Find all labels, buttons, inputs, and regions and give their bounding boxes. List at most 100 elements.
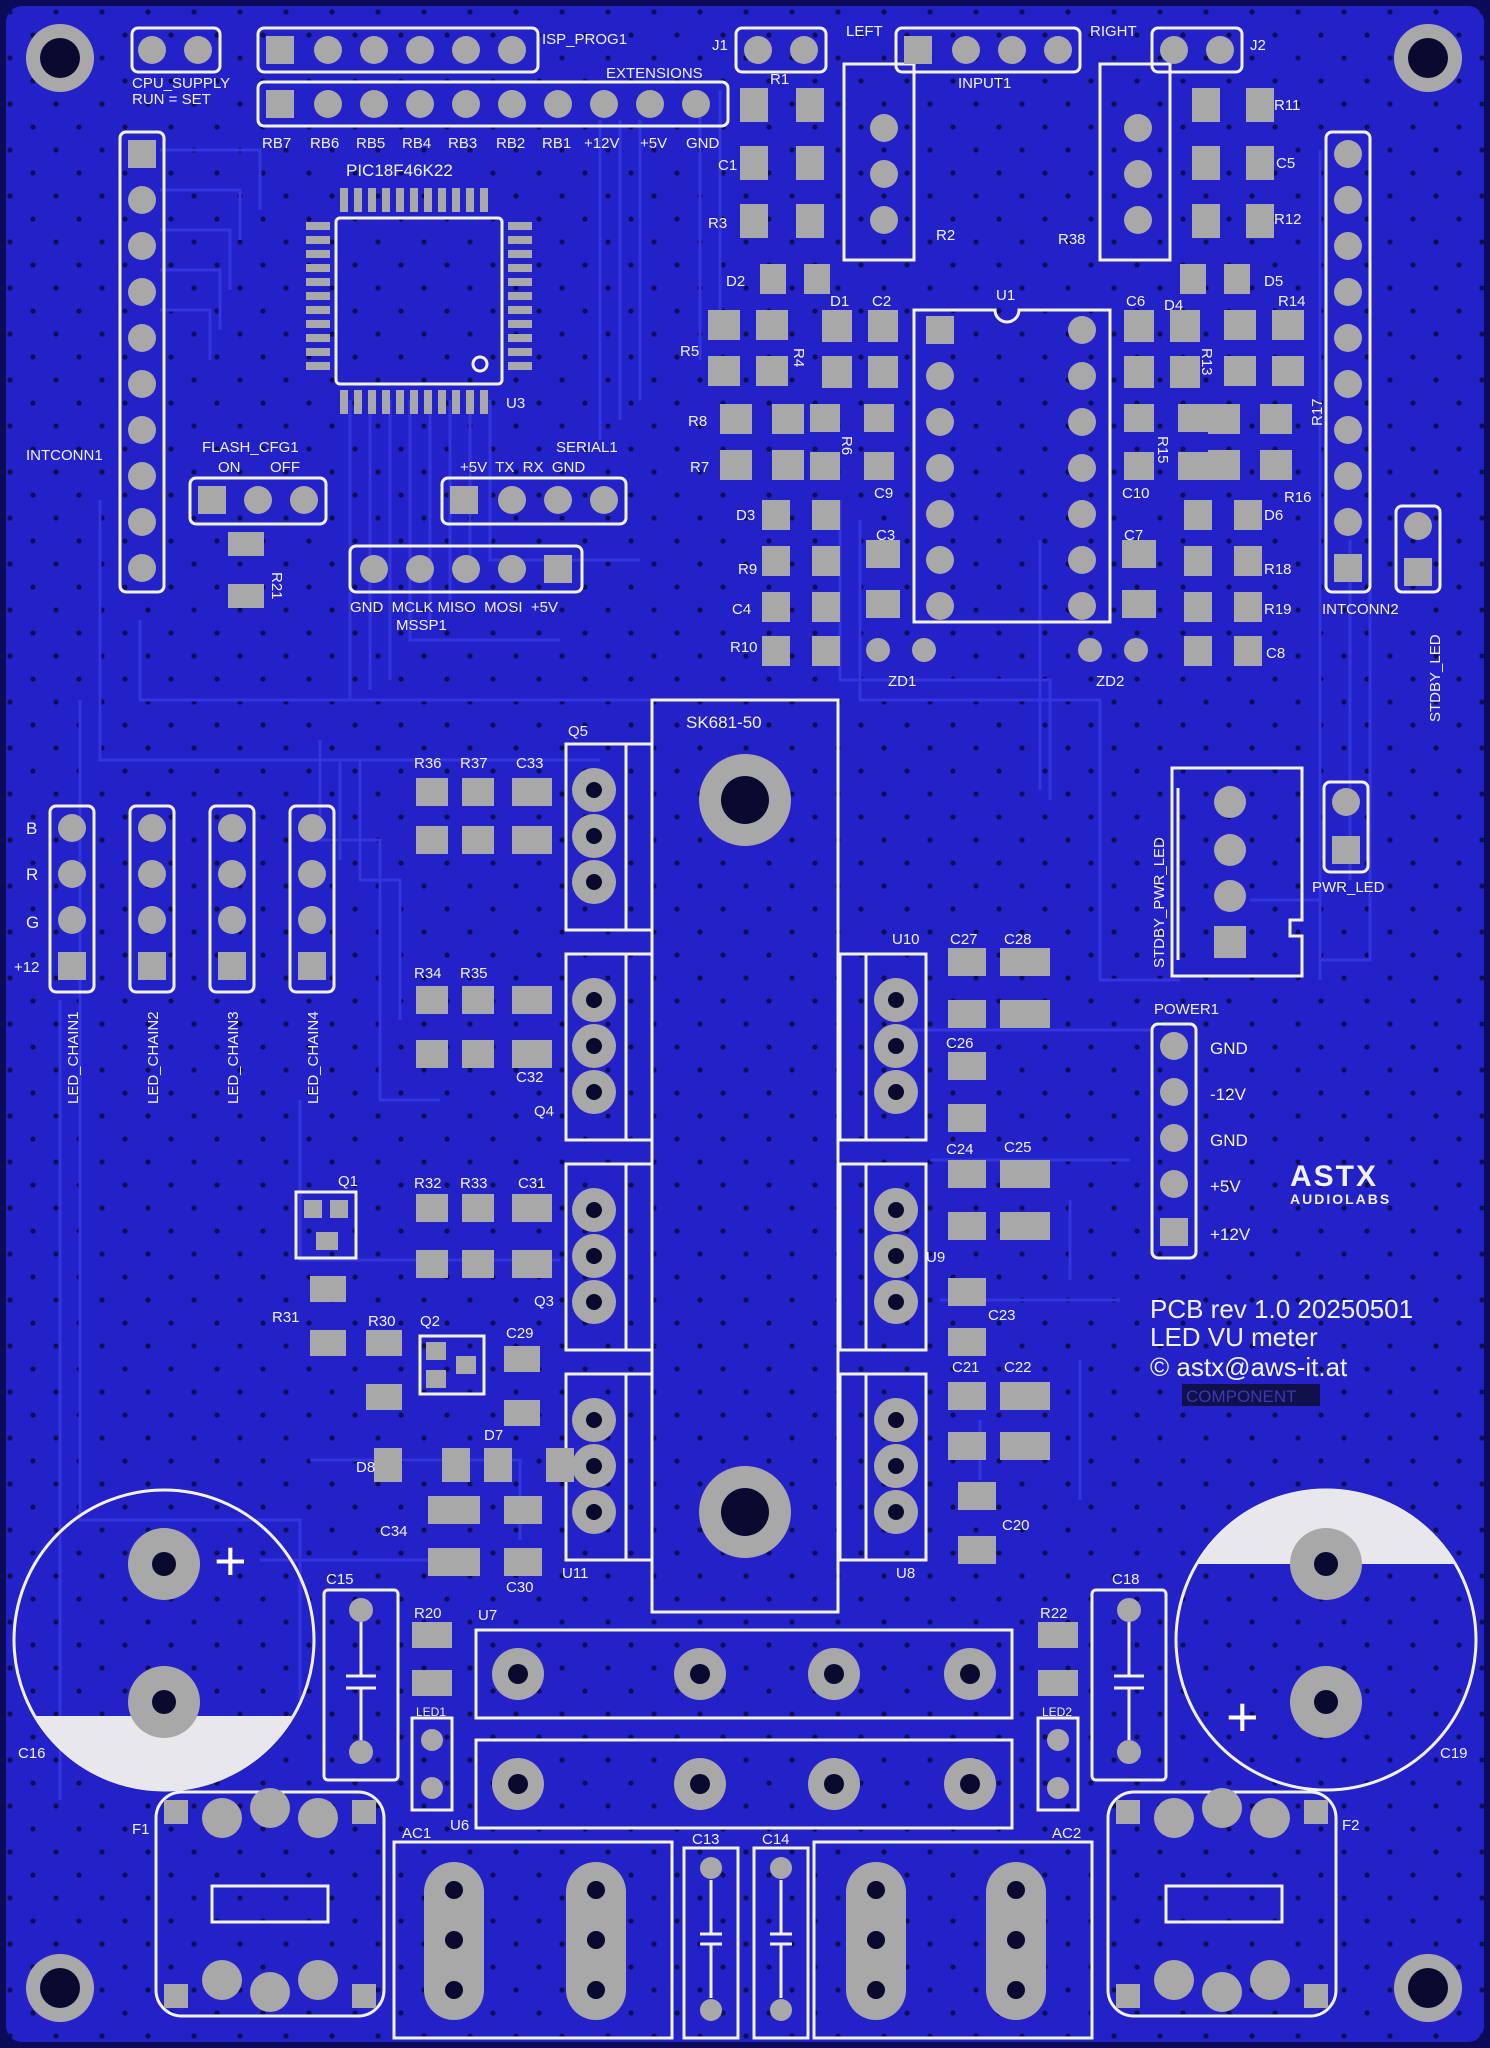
led-chain1-label: LED_CHAIN1 <box>65 1011 82 1104</box>
r8-label: R8 <box>688 413 707 430</box>
r6-label: R6 <box>838 436 855 455</box>
c24-label: C24 <box>946 1141 974 1158</box>
svg-text:+: + <box>214 1529 247 1592</box>
pads <box>58 36 1432 2021</box>
u10-label: U10 <box>892 931 920 948</box>
c33-label: C33 <box>516 755 544 772</box>
r20-label: R20 <box>414 1605 442 1622</box>
r11-label: R11 <box>1274 97 1300 114</box>
d6-label: D6 <box>1264 507 1283 524</box>
serial-label: SERIAL1 <box>556 439 618 456</box>
traces <box>58 90 1372 1800</box>
c30-label: C30 <box>506 1579 534 1596</box>
power-p12v-label: +12V <box>1210 1225 1251 1244</box>
c22-label: C22 <box>1004 1359 1032 1376</box>
stdby-led-label: STDBY_LED <box>1427 634 1444 722</box>
cpu-supply-label: CPU_SUPPLY <box>132 75 230 92</box>
intconn1-label: INTCONN1 <box>26 447 103 464</box>
d5-label: D5 <box>1264 273 1283 290</box>
intconn2-label: INTCONN2 <box>1322 601 1399 618</box>
c18-label: C18 <box>1112 1571 1140 1588</box>
c8-label: C8 <box>1266 645 1285 662</box>
pin-label-5v: +5V <box>640 135 667 152</box>
c23-label: C23 <box>988 1307 1016 1324</box>
extensions-label: EXTENSIONS <box>606 65 703 82</box>
u1-label: U1 <box>996 287 1015 304</box>
input1-label: INPUT1 <box>958 75 1011 92</box>
pin-label-12v: +12V <box>584 135 619 152</box>
brand-subtitle: AUDIOLABS <box>1290 1191 1391 1207</box>
zd1-label: ZD1 <box>888 673 916 690</box>
pcb-revision-text: PCB rev 1.0 20250501 <box>1150 1294 1413 1324</box>
r35-label: R35 <box>460 965 488 982</box>
f1-label: F1 <box>132 1821 150 1838</box>
power-m12v-label: -12V <box>1210 1085 1247 1104</box>
r37-label: R37 <box>460 755 488 772</box>
c9-label: C9 <box>874 485 893 502</box>
c15-label: C15 <box>326 1571 354 1588</box>
r17-label: R17 <box>1309 398 1326 426</box>
mssp-label: MSSP1 <box>396 617 447 634</box>
c32-label: C32 <box>516 1069 544 1086</box>
c25-label: C25 <box>1004 1139 1032 1156</box>
r4-label: R4 <box>790 348 807 367</box>
c21-label: C21 <box>952 1359 980 1376</box>
power-p5v-label: +5V <box>1210 1177 1241 1196</box>
led1-label: LED1 <box>416 1705 446 1719</box>
run-set-label: RUN = SET <box>132 91 211 108</box>
serial-pins-label: +5V TX RX GND <box>460 459 585 476</box>
flash-off-label: OFF <box>270 459 300 476</box>
led-chain3-label: LED_CHAIN3 <box>225 1011 242 1104</box>
mssp-pins-label: GND MCLK MISO MOSI +5V <box>350 599 558 616</box>
r21-label: R21 <box>268 572 285 600</box>
c28-label: C28 <box>1004 931 1032 948</box>
zd2-label: ZD2 <box>1096 673 1124 690</box>
ac2-label: AC2 <box>1052 1825 1081 1842</box>
flash-on-label: ON <box>218 459 241 476</box>
q2-label: Q2 <box>420 1313 440 1330</box>
c10-label: C10 <box>1122 485 1150 502</box>
c26-label: C26 <box>946 1035 974 1052</box>
u8-label: U8 <box>896 1565 915 1582</box>
d7-label: D7 <box>484 1427 503 1444</box>
c13-label: C13 <box>692 1831 720 1848</box>
q5-label: Q5 <box>568 723 588 740</box>
r33-label: R33 <box>460 1175 488 1192</box>
r13-label: R13 <box>1198 348 1215 376</box>
c6-label: C6 <box>1126 293 1145 310</box>
r1-label: R1 <box>770 71 789 88</box>
d4-label: D4 <box>1164 297 1183 314</box>
c31-label: C31 <box>518 1175 546 1192</box>
d2-label: D2 <box>726 273 745 290</box>
u11-label: U11 <box>562 1565 588 1582</box>
r2-label: R2 <box>936 227 955 244</box>
c5-label: C5 <box>1276 155 1295 172</box>
c1-label: C1 <box>718 157 737 174</box>
u9-label: U9 <box>926 1249 945 1266</box>
pin-label-rb3: RB3 <box>448 135 477 152</box>
r16-label: R16 <box>1284 489 1312 506</box>
c4-label: C4 <box>732 601 751 618</box>
p12-label: +12 <box>14 959 39 976</box>
d1-label: D1 <box>830 293 849 310</box>
isp-prog-label: ISP_PROG1 <box>542 31 627 48</box>
r7-label: R7 <box>690 459 709 476</box>
c27-label: C27 <box>950 931 978 948</box>
pin-label-gnd: GND <box>686 135 720 152</box>
pin-label-rb5: RB5 <box>356 135 385 152</box>
c34-label: C34 <box>380 1523 408 1540</box>
c19-label: C19 <box>1440 1745 1468 1762</box>
copyright-text: © astx@aws-it.at <box>1150 1352 1348 1382</box>
c3-label: C3 <box>876 527 895 544</box>
r36-label: R36 <box>414 755 442 772</box>
stdby-pwr-led-label: STDBY_PWR_LED <box>1151 837 1168 968</box>
d3-label: D3 <box>736 507 755 524</box>
mcu-label: PIC18F46K22 <box>346 161 453 180</box>
power-gnd2-label: GND <box>1210 1131 1248 1150</box>
r32-label: R32 <box>414 1175 442 1192</box>
r5-label: R5 <box>680 343 699 360</box>
r9-label: R9 <box>738 561 757 578</box>
r31-label: R31 <box>272 1309 300 1326</box>
r38-label: R38 <box>1058 231 1086 248</box>
